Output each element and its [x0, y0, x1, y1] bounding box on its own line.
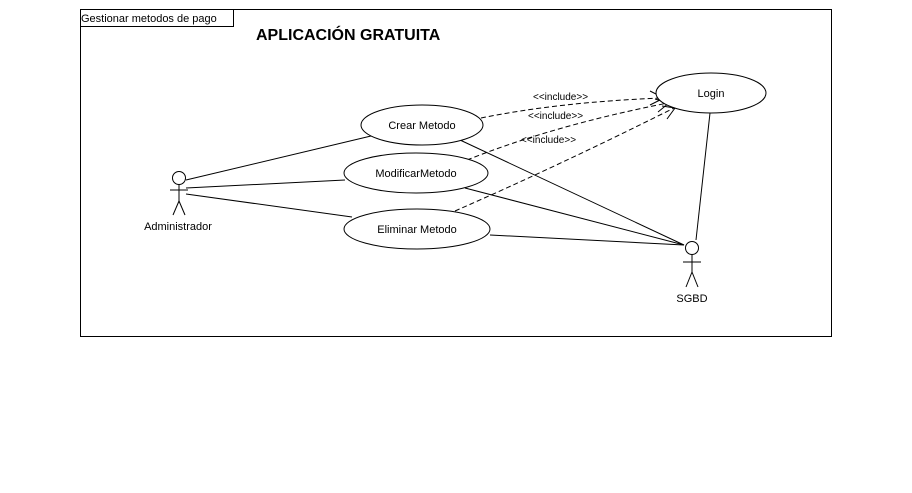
use-case-login[interactable]: Login: [655, 72, 767, 114]
actor-admin-icon: [170, 171, 188, 216]
use-case-crear-shape: [360, 104, 484, 146]
actor-sgbd[interactable]: SGBD: [676, 241, 708, 306]
use-case-crear-label: Crear Metodo: [388, 120, 455, 132]
use-case-modificar[interactable]: ModificarMetodo: [343, 152, 489, 194]
include-label-crear: <<include>>: [533, 92, 588, 103]
actor-administrador[interactable]: Administrador: [144, 171, 212, 234]
include-label-eliminar: <<include>>: [521, 135, 576, 146]
use-case-modificar-shape: [343, 152, 489, 194]
use-case-modificar-label: ModificarMetodo: [375, 168, 456, 180]
include-modificar-login: [466, 102, 669, 161]
use-case-login-shape: [655, 72, 767, 114]
include-label-modificar: <<include>>: [528, 111, 583, 122]
frame-label-box: [80, 9, 234, 27]
actor-admin-label: Administrador: [144, 221, 212, 233]
assoc-admin-crear: [185, 135, 372, 181]
actor-sgbd-icon: [683, 241, 701, 288]
include-crear-login: [480, 97, 663, 119]
assoc-admin-modificar: [185, 179, 346, 189]
actor-sgbd-label: SGBD: [676, 293, 707, 305]
use-case-eliminar-shape: [343, 208, 491, 250]
system-frame: [80, 9, 832, 337]
frame-label: Gestionar metodos de pago: [81, 13, 217, 25]
use-case-crear[interactable]: Crear Metodo: [360, 104, 484, 146]
use-case-eliminar[interactable]: Eliminar Metodo: [343, 208, 491, 250]
assoc-crear-sgbd: [459, 139, 685, 246]
diagram-title: APLICACIÓN GRATUITA: [256, 25, 441, 44]
assoc-modificar-sgbd: [464, 187, 685, 246]
assoc-login-sgbd: [695, 112, 711, 241]
assoc-admin-eliminar: [185, 193, 353, 218]
assoc-eliminar-sgbd: [489, 234, 685, 246]
use-case-login-label: Login: [698, 88, 725, 100]
include-eliminar-login: [454, 107, 675, 212]
use-case-eliminar-label: Eliminar Metodo: [377, 224, 456, 236]
